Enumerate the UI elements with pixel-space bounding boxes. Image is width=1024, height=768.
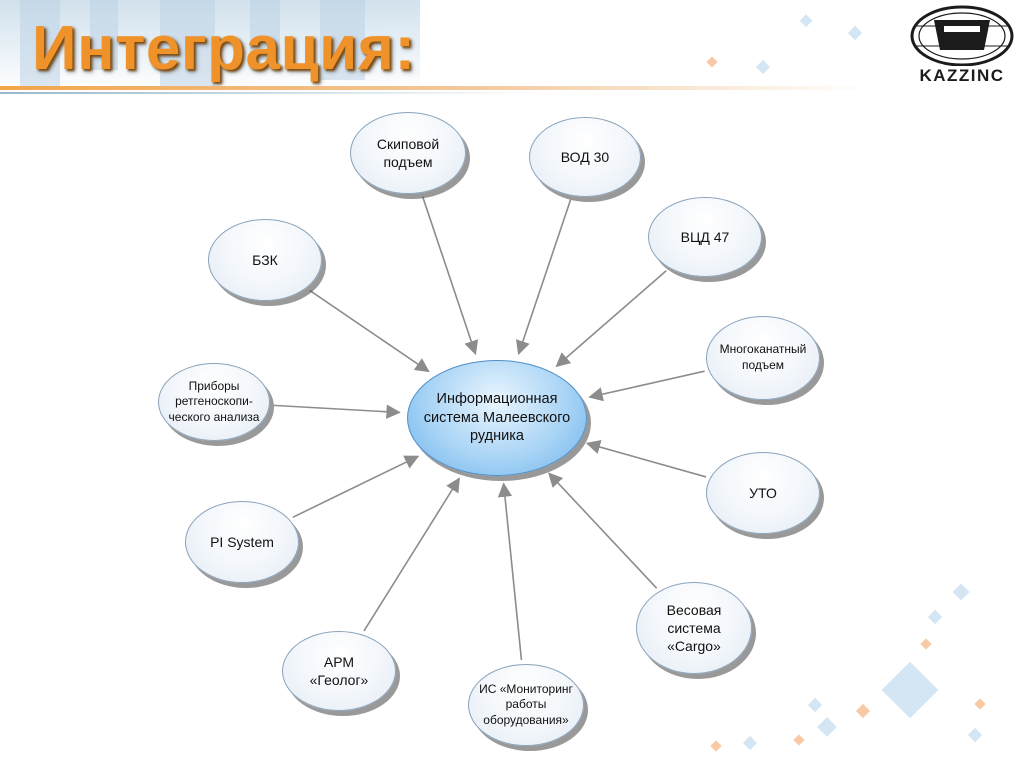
- edge-vesovaya-to-center: [548, 472, 658, 589]
- node-label-line: Многоканатный: [719, 342, 807, 357]
- edge-pribory-to-center: [273, 404, 401, 419]
- node-pi: PI System: [185, 501, 299, 583]
- kazzinc-logo: KAZZINC: [904, 4, 1020, 88]
- node-label: БЗК: [252, 251, 278, 269]
- header-background: [0, 0, 420, 90]
- node-skip: Скиповой подъем: [350, 112, 466, 194]
- edge-bzk-to-center: [309, 289, 430, 373]
- node-label-line: «Геолог»: [309, 672, 369, 688]
- node-label-line: подъем: [383, 154, 433, 170]
- logo-text: KAZZINC: [919, 66, 1005, 85]
- node-label-line: ВОД 30: [560, 148, 610, 165]
- node-label: PI System: [210, 533, 274, 551]
- node-label-line: система Малеевского: [423, 409, 571, 426]
- node-label: Скиповой подъем: [377, 135, 439, 171]
- edge-pi-to-center: [292, 455, 420, 519]
- node-vcd: ВЦД 47: [648, 197, 762, 277]
- edge-mnogo-to-center: [588, 370, 705, 402]
- node-label-line: работы: [505, 697, 547, 712]
- edge-uto-to-center: [585, 440, 707, 478]
- node-label: ВЦД 47: [681, 228, 730, 246]
- node-label-line: рудника: [470, 428, 524, 445]
- node-label-line: БЗК: [252, 251, 278, 268]
- node-label-line: ИС «Мониторинг: [479, 681, 573, 696]
- node-label-line: Приборы: [188, 378, 240, 393]
- node-label-line: Информационная: [436, 390, 558, 407]
- logo-emblem-icon: [910, 5, 1014, 67]
- title-underline: [0, 86, 1024, 90]
- edge-skip-to-center: [421, 196, 479, 356]
- node-label-line: ретгеноскопи-: [175, 394, 253, 409]
- edge-arm-to-center: [363, 477, 460, 632]
- node-label-line: подъем: [741, 358, 785, 372]
- node-label-line: АРМ: [323, 653, 355, 670]
- node-label: УТО: [749, 484, 777, 502]
- node-uto: УТО: [706, 452, 820, 534]
- node-bzk: БЗК: [208, 219, 322, 301]
- node-label: Информационная система Малеевского рудника: [424, 390, 571, 447]
- node-label-line: УТО: [749, 484, 777, 501]
- node-center: Информационная система Малеевского рудника: [407, 360, 587, 476]
- edge-is-to-center: [497, 482, 523, 661]
- title-underline-secondary: [0, 92, 540, 94]
- slide-title: Интеграция:: [32, 14, 416, 83]
- node-arm: АРМ «Геолог»: [282, 631, 396, 711]
- node-label: АРМ «Геолог»: [310, 653, 369, 689]
- node-label-line: PI System: [210, 533, 274, 550]
- node-label-line: ческого анализа: [168, 409, 260, 424]
- node-label: ВОД 30: [561, 148, 609, 166]
- node-label-line: оборудования»: [483, 712, 569, 727]
- node-label-line: система: [667, 619, 721, 636]
- node-label-line: ВЦД 47: [680, 228, 730, 245]
- node-label-line: Скиповой: [376, 135, 440, 152]
- node-label-line: «Cargo»: [667, 638, 721, 655]
- node-vod: ВОД 30: [529, 117, 641, 197]
- edge-vcd-to-center: [555, 270, 667, 368]
- edge-vod-to-center: [515, 199, 572, 356]
- node-label-line: Весовая: [666, 601, 722, 618]
